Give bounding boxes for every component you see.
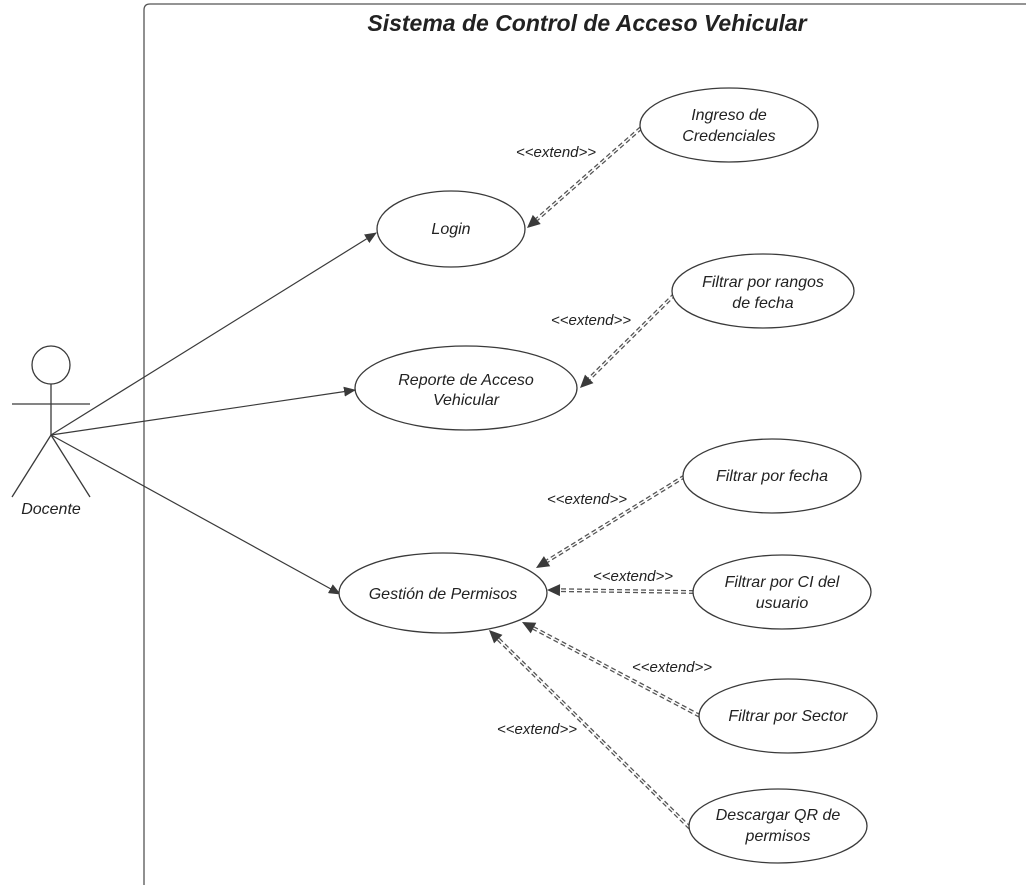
- system-boundary: [143, 3, 1026, 885]
- use-case-filtrar-fecha[interactable]: Filtrar por fecha: [682, 438, 862, 514]
- use-case-label-line2: permisos: [745, 828, 811, 845]
- extend-arrow-ingreso: [527, 126, 643, 228]
- extend-arrow-ci: [547, 584, 695, 597]
- association-gestion: [50, 434, 341, 595]
- use-case-login[interactable]: Login: [376, 190, 526, 268]
- system-title: Sistema de Control de Acceso Vehicular: [367, 10, 807, 36]
- use-case-label: Filtrar por fecha: [716, 468, 828, 485]
- actor-docente[interactable]: Docente: [11, 345, 91, 518]
- use-case-label-line1: Reporte de Acceso: [398, 372, 534, 389]
- extend-label-ci: <<extend>>: [593, 568, 673, 585]
- extend-relationships: [489, 126, 701, 830]
- extend-arrow-fecha: [536, 474, 687, 568]
- use-case-descargar-qr[interactable]: Descargar QR de permisos: [688, 788, 868, 864]
- use-case-label-line2: de fecha: [732, 295, 793, 312]
- use-case-label: Filtrar por Sector: [728, 708, 848, 725]
- use-case-label-line1: Descargar QR de: [716, 807, 841, 824]
- association-reporte: [50, 386, 356, 436]
- use-case-label-line1: Filtrar por rangos: [702, 274, 824, 291]
- use-case-label-line1: Filtrar por CI del: [725, 574, 840, 591]
- extend-arrow-rangos: [580, 292, 677, 388]
- extend-label-sector: <<extend>>: [632, 659, 712, 676]
- use-case-label-line1: Ingreso de: [691, 107, 767, 124]
- extend-label-ingreso: <<extend>>: [516, 144, 596, 161]
- use-case-label: Gestión de Permisos: [369, 586, 518, 603]
- use-case-filtrar-ci-usuario[interactable]: Filtrar por CI del usuario: [692, 554, 872, 630]
- extend-arrow-sector: [522, 622, 701, 718]
- use-case-label-line2: usuario: [756, 595, 809, 612]
- use-case-filtrar-rangos-fecha[interactable]: Filtrar por rangos de fecha: [671, 253, 855, 329]
- extend-label-qr: <<extend>>: [497, 721, 577, 738]
- use-case-label-line2: Vehicular: [433, 392, 500, 409]
- extend-label-rangos: <<extend>>: [551, 312, 631, 329]
- stick-figure-icon: [11, 345, 91, 498]
- use-case-label-line2: Credenciales: [682, 128, 775, 145]
- use-case-ingreso-credenciales[interactable]: Ingreso de Credenciales: [639, 87, 819, 163]
- association-login: [50, 232, 377, 436]
- use-case-gestion-permisos[interactable]: Gestión de Permisos: [338, 552, 548, 634]
- actor-name: Docente: [21, 501, 81, 518]
- use-case-reporte-acceso-vehicular[interactable]: Reporte de Acceso Vehicular: [354, 345, 578, 431]
- extend-arrow-qr: [489, 630, 692, 830]
- use-case-label: Login: [431, 221, 470, 238]
- extend-label-fecha: <<extend>>: [547, 491, 627, 508]
- use-case-filtrar-sector[interactable]: Filtrar por Sector: [698, 678, 878, 754]
